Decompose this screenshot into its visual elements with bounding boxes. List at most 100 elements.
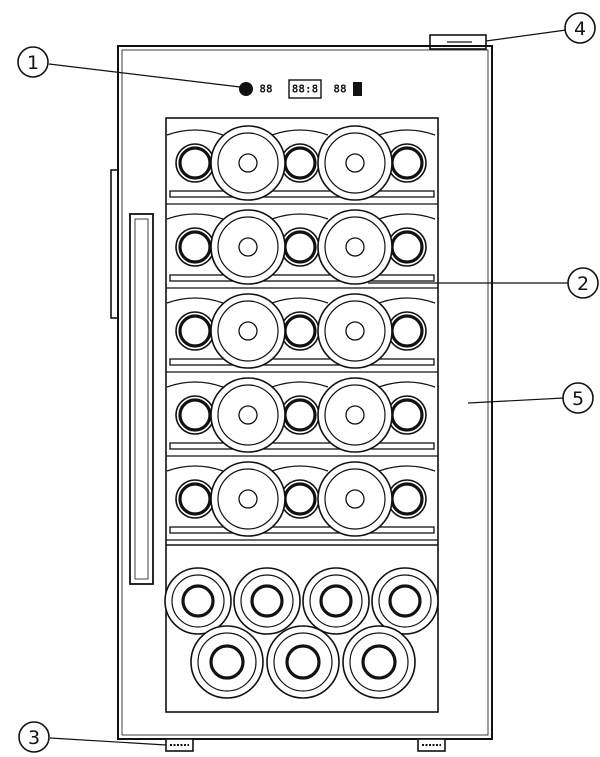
bottle-base-punt	[238, 237, 258, 257]
bottle-base-punt	[238, 405, 258, 425]
leader-line-3	[49, 737, 167, 746]
bottom-bottle-outer	[302, 567, 370, 635]
bottle-neck-outer	[280, 311, 320, 351]
bottom-bottle-outer	[190, 625, 264, 699]
bottle-shoulder	[378, 297, 436, 304]
right-foot	[417, 738, 446, 752]
bottle-neck-outer	[175, 227, 215, 267]
shelf-rail	[169, 442, 435, 450]
bottle-base-outer	[210, 125, 286, 201]
door-hinge-strip	[110, 169, 119, 319]
bottom-bottle-neck	[181, 584, 215, 618]
shelf-rail	[169, 190, 435, 198]
bottom-bottle-neck	[209, 644, 245, 680]
left-indicator: 88	[259, 83, 272, 96]
bottom-bottle-ring	[171, 574, 225, 628]
svg-text:3: 3	[28, 727, 40, 749]
callout-1: 1	[17, 46, 49, 78]
bottle-shoulder	[166, 129, 224, 136]
bottle-shoulder	[166, 381, 224, 388]
bottle-neck-inner	[390, 314, 424, 348]
bottle-shoulder	[271, 465, 329, 472]
bottle-neck-inner	[178, 482, 212, 516]
bottom-bottle-ring	[197, 632, 257, 692]
bottom-bottle-outer	[164, 567, 232, 635]
shelves-group	[164, 125, 439, 699]
bottle-shoulder	[378, 129, 436, 136]
bottle-neck-outer	[387, 227, 427, 267]
temperature-display: 88:8	[292, 83, 319, 96]
glass-window	[165, 117, 439, 713]
bottom-bottle-ring	[309, 574, 363, 628]
cabinet-inner-edge	[121, 49, 489, 736]
bottle-neck-inner	[283, 146, 317, 180]
callout-5: 5	[562, 382, 594, 414]
bottle-shoulder	[378, 381, 436, 388]
bottle-shoulder	[271, 381, 329, 388]
bottle-base-punt	[345, 321, 365, 341]
bottle-base-ring	[217, 468, 279, 530]
bottom-bottle-ring	[349, 632, 409, 692]
bottle-neck-inner	[390, 230, 424, 264]
bottle-neck-outer	[387, 143, 427, 183]
adjust-button-icon	[353, 82, 362, 96]
bottle-neck-outer	[175, 395, 215, 435]
bottle-base-punt	[345, 405, 365, 425]
bottle-neck-outer	[175, 143, 215, 183]
control-panel: 88 88:8 88	[239, 79, 362, 99]
bottom-bottle-outer	[371, 567, 439, 635]
bottle-base-punt	[345, 153, 365, 173]
shelf-rail	[169, 358, 435, 366]
bottle-shoulder	[378, 465, 436, 472]
bottle-shoulder	[271, 129, 329, 136]
leader-line-5	[467, 397, 565, 404]
bottom-bottle-outer	[233, 567, 301, 635]
right-indicator: 88	[333, 83, 346, 96]
bottle-base-punt	[238, 153, 258, 173]
bottle-neck-outer	[280, 227, 320, 267]
bottle-base-ring	[324, 300, 386, 362]
bottle-neck-outer	[387, 311, 427, 351]
door-handle	[129, 213, 154, 585]
light-button-icon	[239, 82, 253, 96]
bottle-base-outer	[210, 293, 286, 369]
bottle-shoulder	[271, 213, 329, 220]
bottle-base-outer	[317, 209, 393, 285]
bottle-shoulder	[166, 297, 224, 304]
callout-3: 3	[18, 721, 50, 753]
bottom-bottle-ring	[378, 574, 432, 628]
bottom-bottle-neck	[285, 644, 321, 680]
bottle-shoulder	[166, 465, 224, 472]
callout-4: 4	[564, 12, 596, 44]
temperature-display-frame	[288, 79, 322, 99]
top-latch	[429, 34, 487, 50]
bottle-base-outer	[210, 377, 286, 453]
svg-text:5: 5	[572, 388, 584, 410]
bottle-neck-inner	[283, 230, 317, 264]
bottle-base-punt	[238, 489, 258, 509]
bottom-bottle-outer	[266, 625, 340, 699]
bottle-base-ring	[324, 132, 386, 194]
bottle-base-ring	[217, 300, 279, 362]
bottle-base-ring	[324, 384, 386, 446]
bottle-neck-inner	[178, 314, 212, 348]
bottle-neck-inner	[283, 398, 317, 432]
cabinet-outline	[117, 45, 493, 740]
shelf-rail	[169, 274, 435, 282]
bottom-bottle-neck	[388, 584, 422, 618]
bottom-bottle-neck	[319, 584, 353, 618]
bottle-neck-inner	[390, 482, 424, 516]
bottom-bottle-outer	[342, 625, 416, 699]
svg-text:1: 1	[27, 52, 39, 74]
bottle-neck-outer	[387, 479, 427, 519]
bottle-neck-inner	[178, 230, 212, 264]
bottle-neck-outer	[280, 395, 320, 435]
shelf-rail	[169, 526, 435, 534]
bottle-base-outer	[210, 461, 286, 537]
bottle-neck-outer	[387, 395, 427, 435]
bottle-shoulder	[166, 213, 224, 220]
callout-2: 2	[567, 267, 599, 299]
bottle-base-punt	[345, 489, 365, 509]
bottle-base-outer	[317, 461, 393, 537]
